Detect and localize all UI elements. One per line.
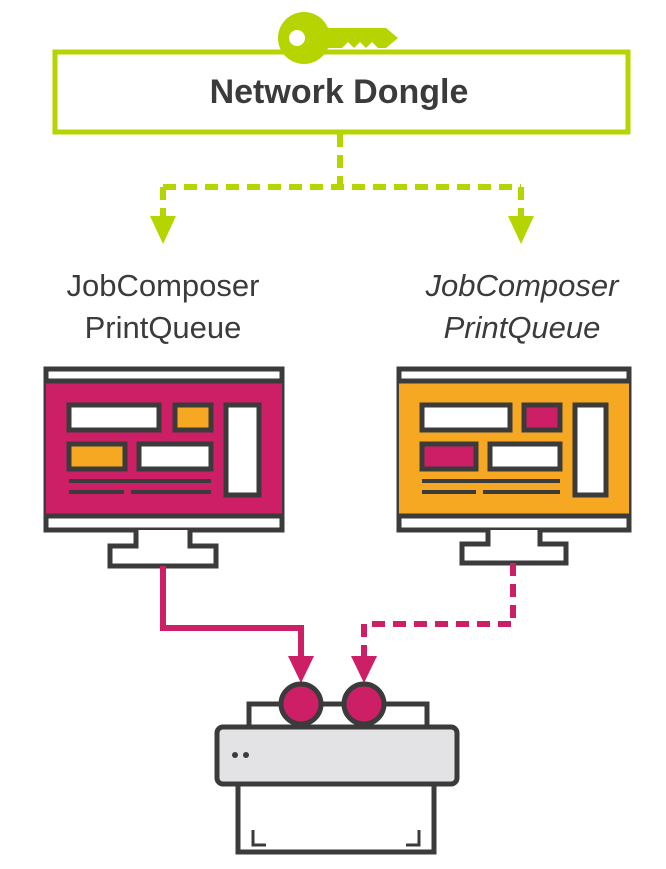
left-label-line1: JobComposer <box>67 268 260 303</box>
dongle-box <box>52 49 631 135</box>
right-print-connection <box>351 563 516 683</box>
right-label-line1: JobComposer <box>425 268 621 303</box>
left-arrowhead <box>150 216 176 244</box>
right-arrowhead <box>508 216 534 244</box>
key-icon <box>278 12 398 64</box>
right-label-line2: PrintQueue <box>444 310 601 345</box>
printer-port-right <box>341 681 387 727</box>
printer-port-left <box>278 681 324 727</box>
printer-icon <box>214 681 460 855</box>
left-print-connection <box>160 566 314 683</box>
left-monitor-icon <box>43 366 285 569</box>
dongle-title: Network Dongle <box>210 73 469 111</box>
printer-body <box>214 724 460 787</box>
dongle-connections <box>160 134 524 218</box>
left-label-line2: PrintQueue <box>85 310 242 345</box>
network-dongle: Network Dongle <box>52 49 631 135</box>
printer-output-tray <box>235 781 437 855</box>
right-monitor-icon <box>396 366 632 566</box>
